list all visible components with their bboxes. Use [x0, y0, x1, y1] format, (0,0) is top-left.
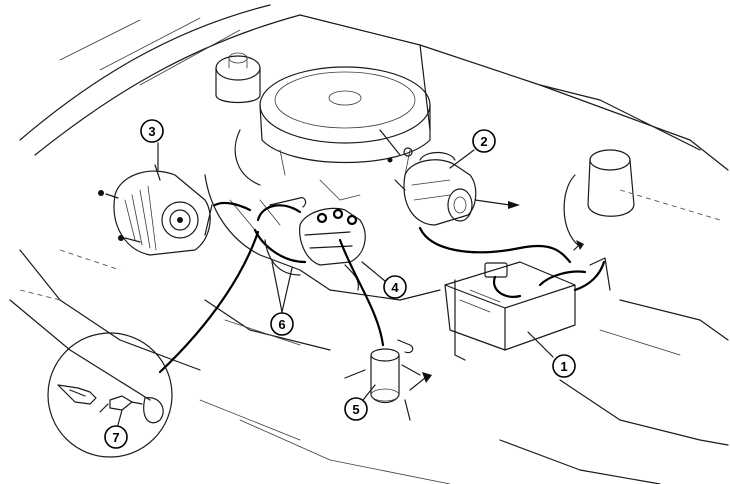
- engine-block: [204, 174, 441, 351]
- battery: [444, 257, 611, 361]
- callout-1-label: 1: [560, 359, 567, 374]
- battery-starter-cable: [418, 226, 584, 264]
- callout-4: 4: [383, 275, 407, 299]
- callout-1: 1: [552, 354, 576, 378]
- bolt-icon: [508, 201, 520, 209]
- reservoir-right: [563, 149, 635, 246]
- bolt-icon: [98, 190, 104, 196]
- callout-6: 6: [270, 312, 294, 336]
- spark-plug-lead: [158, 230, 260, 374]
- bolt-icon: [576, 240, 584, 250]
- spark-plug-inset: [47, 332, 173, 458]
- reservoir-left: [215, 52, 261, 104]
- callout-5: 5: [344, 397, 368, 421]
- callout-7-label: 7: [112, 430, 119, 445]
- bolt-icon: [118, 235, 124, 241]
- bolt-icon: [422, 372, 432, 383]
- callout-3-label: 3: [148, 124, 155, 139]
- coil-wire: [338, 238, 385, 347]
- callout-3: 3: [140, 119, 164, 143]
- callout-4-label: 4: [391, 280, 399, 295]
- spark-plug-icon: [109, 395, 133, 411]
- callout-7: 7: [104, 425, 128, 449]
- reference-lines: [19, 189, 721, 301]
- distributor: [299, 207, 366, 291]
- callout-2-label: 2: [480, 134, 487, 149]
- starter-motor: [387, 147, 520, 226]
- callout-6-label: 6: [278, 317, 285, 332]
- callout-5-label: 5: [352, 402, 359, 417]
- air-cleaner: [234, 66, 431, 186]
- leader-lines: [117, 142, 554, 426]
- callout-2: 2: [472, 129, 496, 153]
- spark-plug-boot-icon: [57, 384, 97, 405]
- vehicle-body-outline: [9, 4, 729, 484]
- spark-plug-wires: [204, 197, 307, 276]
- ignition-coil: [344, 339, 432, 421]
- alternator: [98, 164, 211, 256]
